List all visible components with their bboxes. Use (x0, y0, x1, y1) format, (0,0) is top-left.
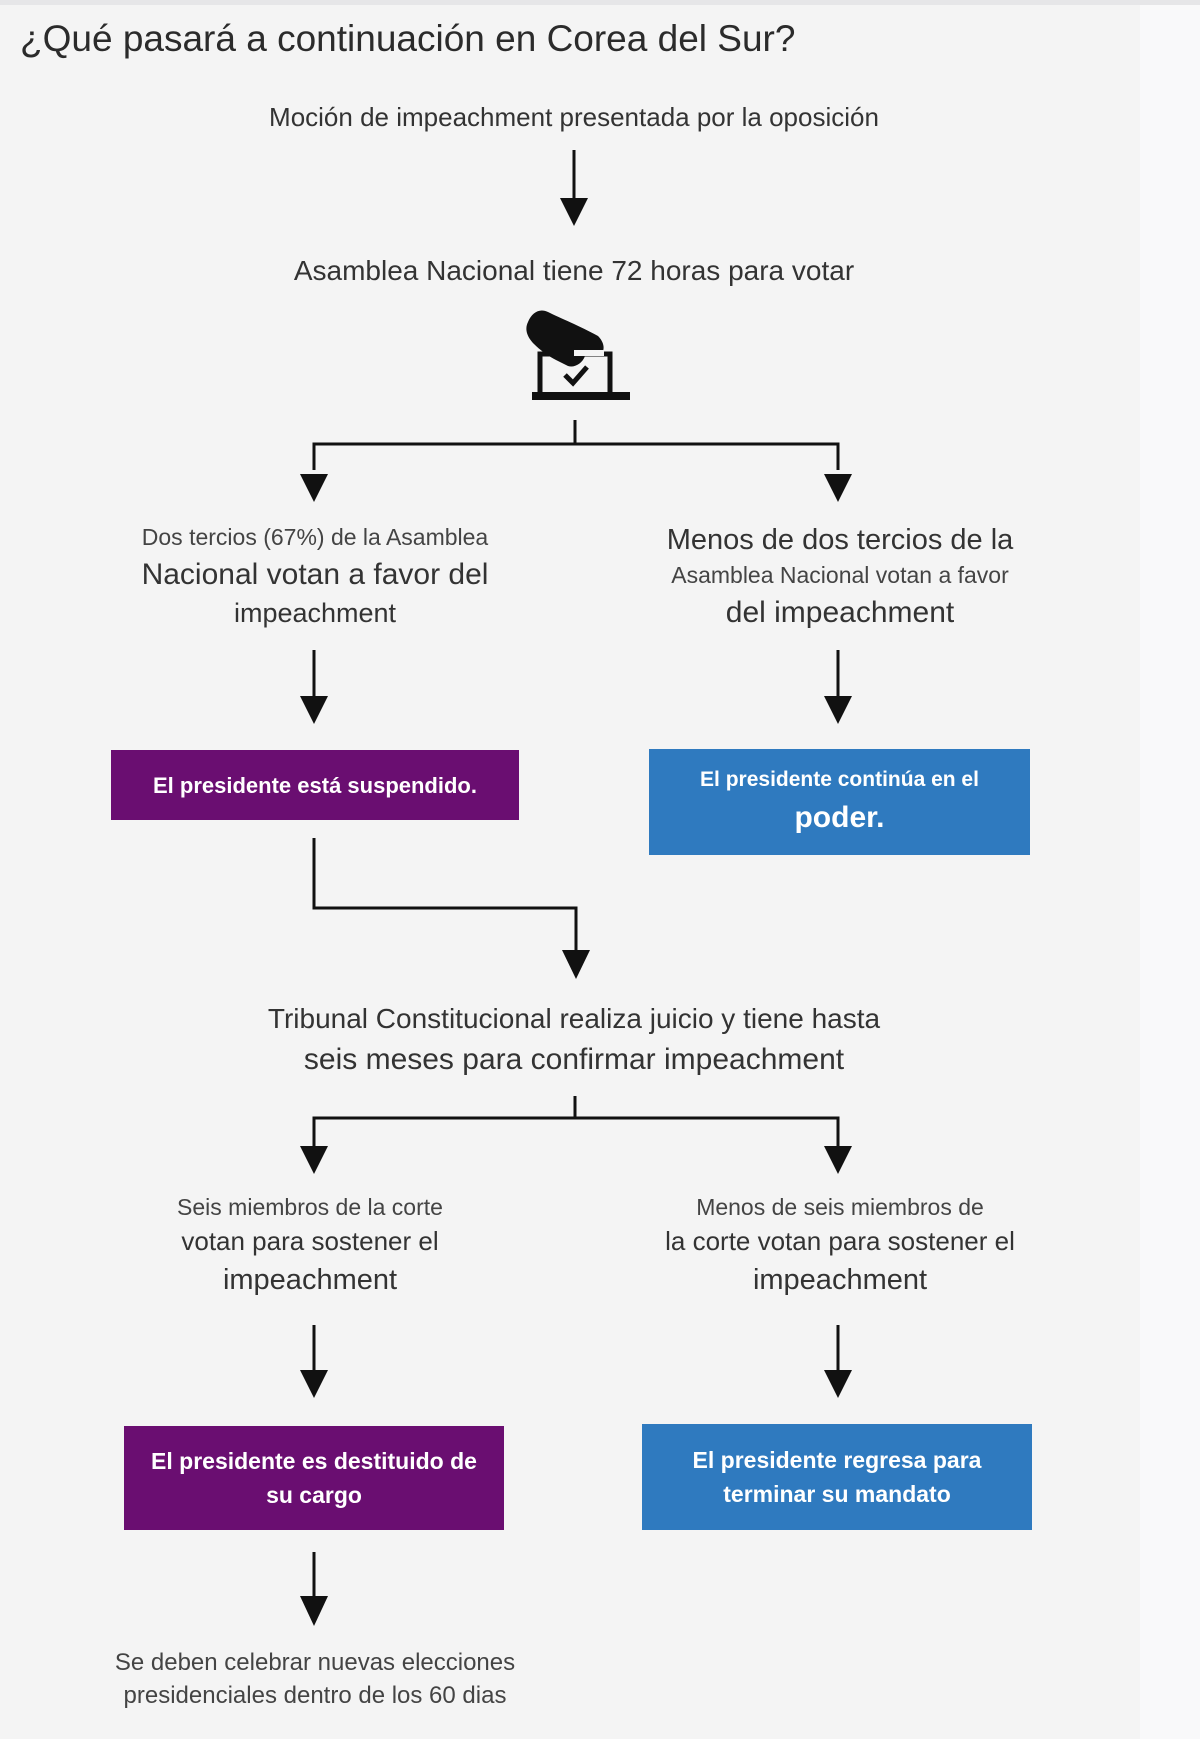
outcome-returns-line1: El presidente regresa para (692, 1446, 982, 1473)
arrowhead (300, 474, 328, 502)
outcome-stays-in-power: El presidente continúa en el poder. (649, 749, 1030, 855)
connector-suspended-to-court (312, 838, 578, 950)
top-border (0, 0, 1200, 5)
arrowhead (824, 696, 852, 724)
arrowhead (300, 1596, 328, 1626)
arrowhead (562, 950, 590, 979)
branch1-no-line3: del impeachment (725, 595, 955, 629)
arrowhead (824, 1146, 852, 1174)
outcome-stays-line2: poder. (794, 801, 885, 835)
branch2-no-line2: la corte votan para sostener el (665, 1225, 1015, 1256)
outcome-suspended: El presidente está suspendido. (111, 750, 519, 820)
branch1-yes-line3: impeachment (233, 598, 397, 629)
arrowhead (300, 696, 328, 724)
branch2-no: Menos de seis miembros de la corte votan… (620, 1192, 1060, 1300)
branch1-no-line2: Asamblea Nacional votan a favor (671, 562, 1009, 589)
outcome-returns-to-term: El presidente regresa para terminar su m… (642, 1424, 1032, 1530)
branch2-yes-line1: Seis miembros de la corte (177, 1194, 443, 1220)
split1-bar (312, 442, 840, 470)
step-new-elections: Se deben celebrar nuevas elecciones pres… (70, 1646, 560, 1712)
outcome-suspended-text: El presidente está suspendido. (153, 772, 477, 798)
branch2-no-line3: impeachment (752, 1263, 928, 1296)
outcome-removed-line1: El presidente es destituido de (151, 1447, 477, 1474)
branch1-yes-line1: Dos tercios (67%) de la Asamblea (141, 524, 489, 550)
arrowhead (824, 474, 852, 502)
step-assembly-vote-text: Asamblea Nacional tiene 72 horas para vo… (293, 255, 855, 286)
step-constitutional-court: Tribunal Constitucional realiza juicio y… (174, 1000, 974, 1080)
branch2-no-line1: Menos de seis miembros de (696, 1194, 984, 1220)
elections-line2: presidenciales dentro de los 60 dias (123, 1682, 507, 1710)
outcome-returns-line2: terminar su mandato (723, 1481, 951, 1507)
page-title: ¿Qué pasará a continuación en Corea del … (20, 18, 796, 59)
arrowhead (824, 1370, 852, 1398)
branch2-yes: Seis miembros de la corte votan para sos… (100, 1192, 520, 1300)
ballot-box-hand-icon (526, 310, 630, 400)
split2-bar (312, 1116, 840, 1146)
court-line1: Tribunal Constitucional realiza juicio y… (267, 1003, 881, 1034)
outcome-stays-line1: El presidente continúa en el (700, 767, 979, 791)
outcome-removed-line2: su cargo (266, 1482, 362, 1508)
branch1-no-line1: Menos de dos tercios de la (666, 524, 1014, 556)
branch2-yes-line3: impeachment (222, 1263, 398, 1296)
outcome-removed-from-office: El presidente es destituido de su cargo (124, 1426, 504, 1530)
step-motion-text: Moción de impeachment presentada por la … (269, 102, 879, 132)
branch1-yes-line2: Nacional votan a favor del (141, 557, 489, 591)
arrowhead (300, 1370, 328, 1398)
elections-line1: Se deben celebrar nuevas elecciones (114, 1649, 516, 1676)
step-motion: Moción de impeachment presentada por la … (224, 100, 924, 136)
court-line2: seis meses para confirmar impeachment (303, 1042, 845, 1076)
arrowhead (300, 1146, 328, 1174)
step-assembly-vote: Asamblea Nacional tiene 72 horas para vo… (224, 252, 924, 291)
branch1-yes: Dos tercios (67%) de la Asamblea Naciona… (100, 522, 530, 632)
branch1-no: Menos de dos tercios de la Asamblea Naci… (620, 520, 1060, 633)
arrowhead (560, 198, 588, 226)
branch2-yes-line2: votan para sostener el (181, 1225, 439, 1256)
